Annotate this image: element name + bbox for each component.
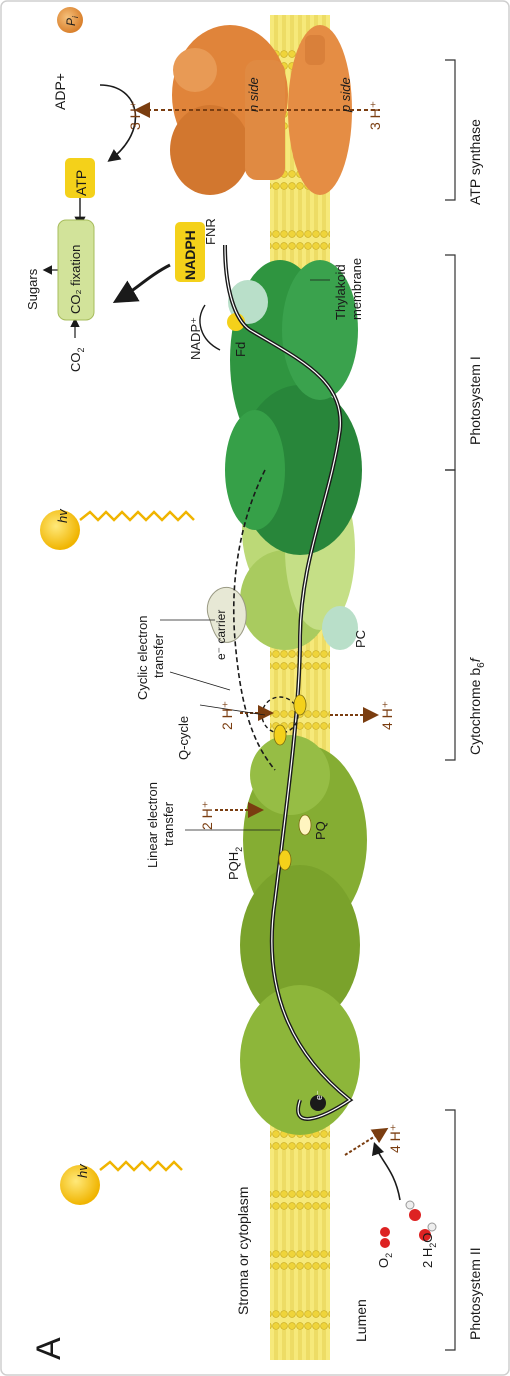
proton-cyt-lumen: 4 H⁺	[379, 701, 395, 730]
atp-synthase-label: ATP synthase	[467, 119, 483, 205]
o2-label: O2	[376, 1253, 394, 1268]
photosystem-i-label: Photosystem I	[467, 356, 483, 445]
proton-atp-lumen: 3 H⁺	[367, 101, 383, 130]
panel-letter: A	[30, 1337, 68, 1360]
co2-fixation-label: CO₂ fixation	[68, 245, 83, 314]
co2-label: CO2	[68, 347, 86, 372]
sugars-label: Sugars	[25, 268, 40, 310]
atp-label: ATP	[73, 170, 89, 196]
pq-ellipse-2	[294, 695, 306, 715]
nadph-to-fixation-arrow	[118, 265, 170, 300]
nadph-label: NADPH	[182, 230, 198, 280]
q-cycle-label: Q-cycle	[176, 716, 191, 760]
n-side-label: n side	[246, 77, 261, 112]
e-carrier-label: e⁻ carrier	[214, 610, 228, 660]
adp-label: ADP+	[52, 73, 68, 110]
pqh2-label: PQH2	[226, 847, 244, 880]
photosystem-ii-complex	[240, 735, 367, 1135]
water-label: 2 H2O	[420, 1233, 438, 1268]
bracket-atp	[445, 60, 455, 200]
fnr-label: FNR	[203, 218, 218, 245]
proton-cyt-stroma: 2 H⁺	[219, 701, 235, 730]
hv-label-psii: hv	[75, 1163, 90, 1178]
proton-arrow-psii-lumen	[345, 1130, 385, 1155]
pc-label: PC	[353, 630, 368, 648]
pq-label: PQ	[313, 821, 328, 840]
lumen-label: Lumen	[353, 1299, 369, 1342]
cyclic-transfer-label: Cyclic electrontransfer	[135, 615, 166, 700]
cytochrome-label: Cytochrome b6f	[467, 656, 487, 755]
light-wave-psi	[80, 512, 194, 520]
electron-label: e⁻	[314, 1090, 324, 1100]
p-side-label: p side	[338, 77, 353, 113]
hv-label-psi: hv	[55, 508, 70, 523]
thylakoid-membrane-label: Thylakoidmembrane	[333, 258, 364, 320]
bracket-psii	[445, 1110, 455, 1350]
nadp-label: NADP⁺	[188, 317, 203, 360]
photosystem-ii-label: Photosystem II	[467, 1247, 483, 1340]
proton-atp-stroma: 3 H⁺	[127, 101, 143, 130]
pq-ellipse-3	[299, 815, 311, 835]
pq-ellipse-1	[274, 725, 286, 745]
bracket-cyt	[445, 470, 455, 760]
proton-psii-lumen: 4 H⁺	[387, 1124, 403, 1153]
pqh2-ellipse	[279, 850, 291, 870]
fd-label: Fd	[233, 342, 248, 357]
stroma-label: Stroma or cytoplasm	[235, 1187, 251, 1315]
bracket-psi	[445, 255, 455, 470]
light-wave-psii	[100, 1162, 182, 1170]
proton-psii-stroma: 2 H⁺	[199, 801, 215, 830]
leader-cyclic	[170, 672, 230, 690]
linear-transfer-label: Linear electrontransfer	[145, 782, 176, 868]
nadp-arrow	[200, 305, 220, 350]
